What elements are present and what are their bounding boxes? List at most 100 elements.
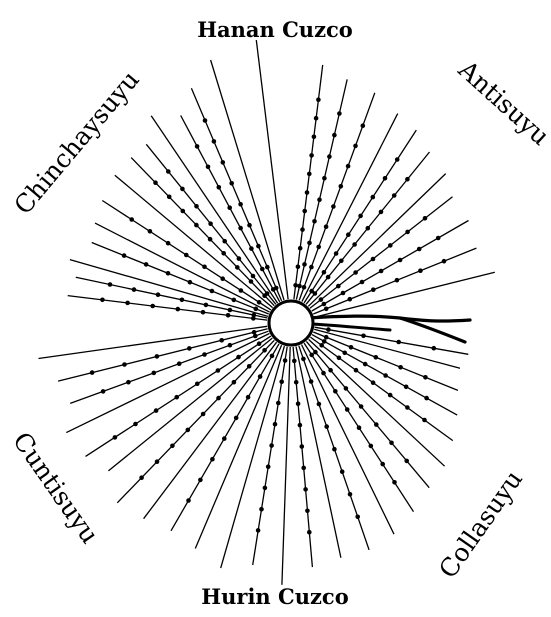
huaca-dot — [317, 402, 322, 407]
huaca-dot — [303, 487, 308, 492]
huaca-dot — [361, 334, 366, 339]
huaca-dot — [166, 169, 171, 174]
huaca-dot — [202, 352, 207, 357]
huaca-dot — [422, 418, 427, 423]
huaca-dot — [296, 264, 301, 269]
huaca-dot — [348, 297, 353, 302]
huaca-dot — [186, 498, 191, 503]
huaca-dot — [195, 144, 200, 149]
huaca-dot — [345, 407, 350, 412]
huaca-dot — [334, 251, 339, 256]
huaca-dot — [276, 401, 281, 406]
huaca-dot — [208, 221, 213, 226]
huaca-dot — [322, 339, 327, 344]
huaca-dot — [265, 265, 270, 270]
huaca-dot — [305, 509, 310, 514]
ceque-line — [39, 326, 268, 358]
huaca-dot — [180, 298, 185, 303]
huaca-dot — [360, 280, 365, 285]
huaca-dot — [371, 380, 376, 385]
huaca-dot — [342, 351, 347, 356]
huaca-dot — [253, 334, 258, 339]
huaca-dot — [324, 224, 329, 229]
ceque-line — [313, 332, 458, 390]
huaca-dot — [388, 243, 393, 248]
label-collasuyu: Collasuyu — [433, 465, 528, 583]
huaca-dot — [309, 153, 314, 158]
huaca-dot — [326, 275, 331, 280]
huaca-dot — [246, 395, 251, 400]
huaca-dot — [166, 271, 171, 276]
huaca-dot — [346, 164, 351, 169]
huaca-dot — [271, 287, 276, 292]
ceque-line — [302, 114, 398, 302]
huaca-dot — [221, 251, 226, 256]
huaca-dot — [262, 348, 267, 353]
huaca-dot — [353, 144, 358, 149]
huaca-dot — [237, 256, 242, 261]
huaca-dot — [344, 386, 349, 391]
huaca-dot — [359, 404, 364, 409]
ceque-line — [76, 277, 268, 318]
huaca-dot — [423, 216, 428, 221]
huaca-dot — [341, 291, 346, 296]
ceque-line — [58, 329, 268, 381]
huaca-dot — [322, 270, 327, 275]
huaca-dot — [257, 300, 262, 305]
label-antisuyu: Antisuyu — [452, 54, 551, 151]
huaca-dot — [353, 270, 358, 275]
huaca-dot — [340, 469, 345, 474]
huaca-dot — [307, 530, 312, 535]
huaca-dot — [313, 350, 318, 355]
huaca-dot — [266, 464, 271, 469]
huaca-dot — [238, 226, 243, 231]
huaca-dot — [232, 298, 237, 303]
huaca-dot — [217, 185, 222, 190]
huaca-dot — [186, 428, 191, 433]
label-cuntisuyu: Cuntisuyu — [7, 427, 104, 549]
huaca-dot — [316, 97, 321, 102]
huaca-dot — [418, 268, 423, 273]
huaca-dot — [317, 197, 322, 202]
huaca-dot — [424, 396, 429, 401]
huaca-dot — [357, 425, 362, 430]
cuzco-center-circle — [269, 301, 313, 345]
huaca-dot — [201, 310, 206, 315]
huaca-dot — [249, 246, 254, 251]
huaca-dot — [432, 346, 437, 351]
huaca-dot — [156, 292, 161, 297]
huaca-dot — [337, 356, 342, 361]
huaca-dot — [247, 364, 252, 369]
huaca-dot — [371, 195, 376, 200]
ceque-line — [144, 342, 277, 519]
huaca-dot — [236, 355, 241, 360]
huaca-dot — [132, 287, 137, 292]
ceque-line — [308, 174, 445, 307]
huaca-dot — [212, 139, 217, 144]
huaca-dot — [302, 285, 307, 290]
huaca-dot — [388, 393, 393, 398]
huaca-dot — [294, 380, 299, 385]
huaca-dot — [305, 190, 310, 195]
huaca-dot — [297, 284, 302, 289]
huaca-dot — [333, 389, 338, 394]
huaca-dot — [279, 380, 284, 385]
huaca-dot — [122, 362, 127, 367]
ceque-line — [66, 334, 269, 433]
huaca-dot — [352, 242, 357, 247]
huaca-dot — [336, 284, 341, 289]
huaca-dot — [227, 205, 232, 210]
huaca-dot — [229, 181, 234, 186]
huaca-dot — [269, 443, 274, 448]
huaca-dot — [327, 154, 332, 159]
huaca-dot — [249, 279, 254, 284]
huaca-dot — [204, 303, 209, 308]
huaca-dot — [208, 237, 213, 242]
huaca-dot — [155, 354, 160, 359]
huaca-dot — [210, 457, 215, 462]
huaca-dot — [363, 362, 368, 367]
huaca-dot — [405, 230, 410, 235]
huaca-dot — [298, 423, 303, 428]
river-icon — [308, 316, 470, 342]
